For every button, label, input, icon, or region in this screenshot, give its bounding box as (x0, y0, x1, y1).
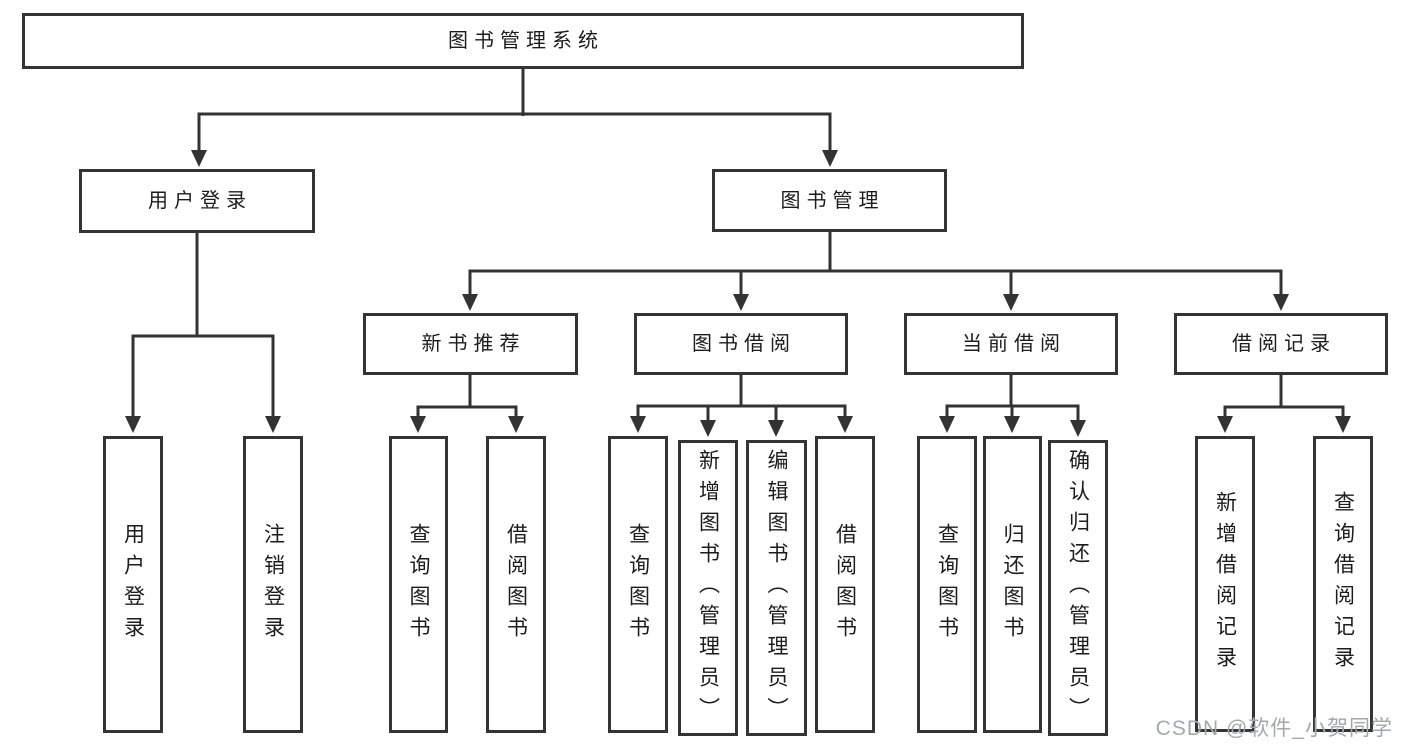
leaf-logout: 注销登录 (243, 436, 303, 733)
leaf-records-add-record: 新增借阅记录 (1195, 436, 1255, 732)
leaf-borrow-query-book: 查询图书 (608, 436, 668, 733)
leaf-user-login: 用户登录 (103, 436, 163, 733)
leaf-current-return-book: 归还图书 (983, 436, 1042, 733)
node-book-borrow: 图书借阅 (634, 313, 848, 375)
node-borrow-records: 借阅记录 (1174, 313, 1388, 375)
csdn-watermark: CSDN @软件_小贺同学 (1155, 717, 1393, 740)
node-book-management-branch: 图书管理 (712, 169, 947, 232)
leaf-borrow-edit-book-admin: 编辑图书（管理员） (746, 440, 807, 736)
node-library-management-system: 图书管理系统 (22, 13, 1024, 69)
leaf-current-confirm-return-admin: 确认归还（管理员） (1048, 440, 1108, 736)
leaf-records-query-record: 查询借阅记录 (1313, 436, 1373, 732)
leaf-recommend-borrow-book: 借阅图书 (486, 436, 546, 733)
node-user-login-branch: 用户登录 (79, 169, 315, 233)
node-new-book-recommend: 新书推荐 (363, 313, 578, 375)
node-current-borrow: 当前借阅 (904, 313, 1118, 375)
leaf-borrow-borrow-book: 借阅图书 (815, 436, 875, 733)
leaf-current-query-book: 查询图书 (917, 436, 977, 733)
leaf-recommend-query-book: 查询图书 (389, 436, 448, 733)
leaf-borrow-add-book-admin: 新增图书（管理员） (678, 440, 738, 736)
